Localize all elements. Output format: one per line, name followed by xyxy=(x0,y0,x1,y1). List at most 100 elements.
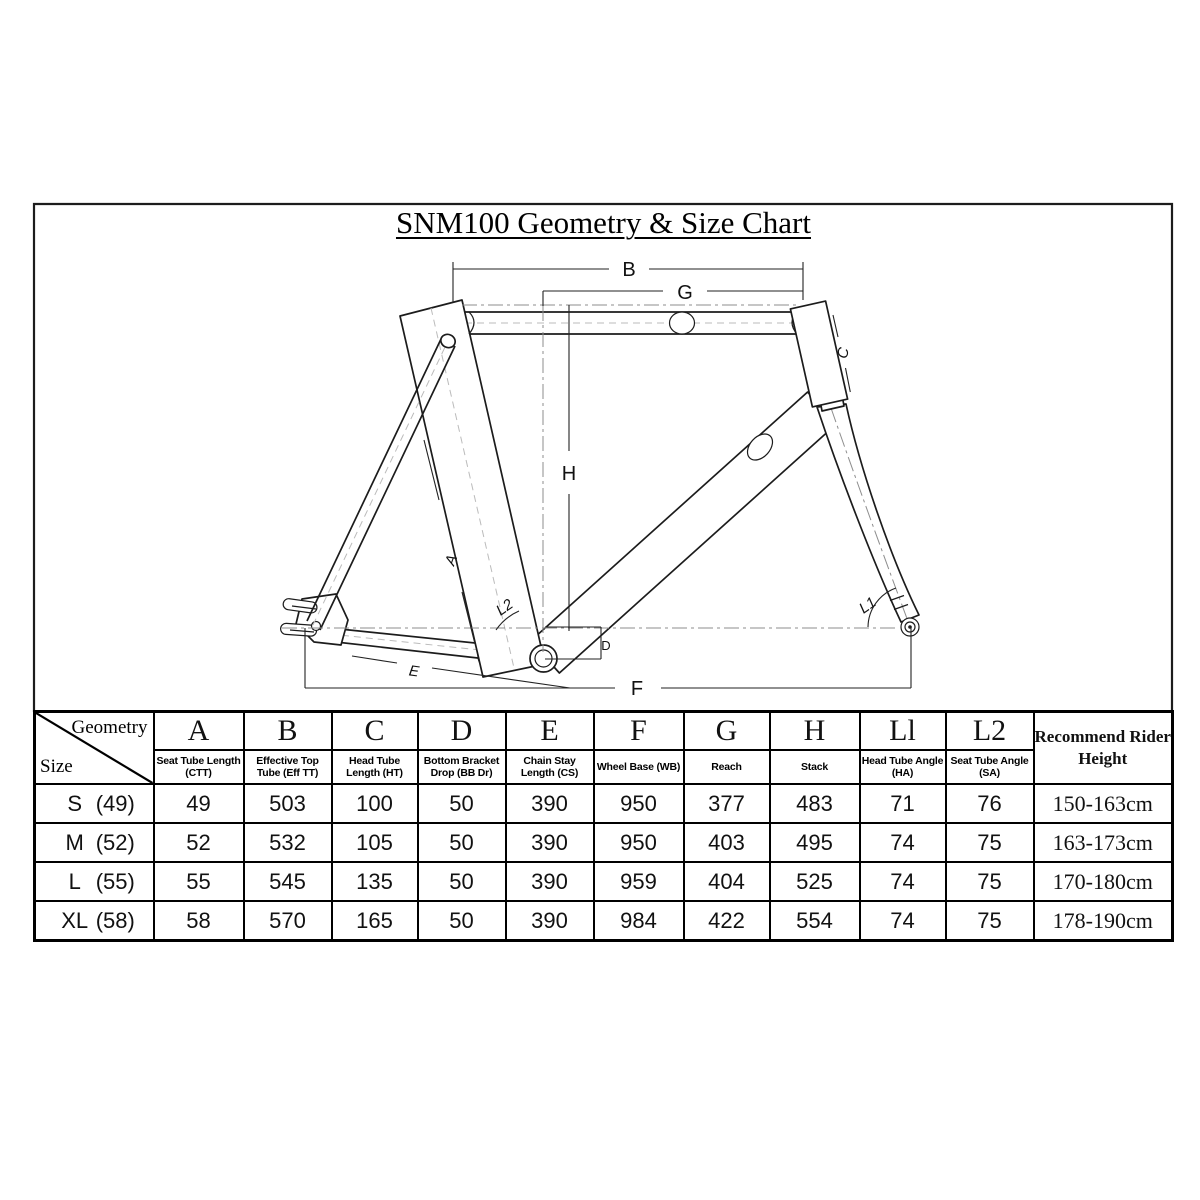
centerlines xyxy=(282,304,899,652)
height-cell: 163-173cm xyxy=(1032,822,1174,863)
col-header-h: H xyxy=(768,710,861,751)
value-cell: 422 xyxy=(682,900,771,942)
height-cell: 178-190cm xyxy=(1032,900,1174,942)
page-title: SNM100 Geometry & Size Chart xyxy=(395,205,811,240)
rear-dropout xyxy=(280,593,349,646)
value-cell: 50 xyxy=(416,822,507,863)
value-cell: 495 xyxy=(768,822,861,863)
value-cell: 959 xyxy=(592,861,685,902)
col-header-d: D xyxy=(416,710,507,751)
value-cell: 58 xyxy=(152,900,245,942)
value-cell: 74 xyxy=(858,861,947,902)
col-header-l2: L2 xyxy=(944,710,1035,751)
col-subheader-g: Reach xyxy=(682,749,771,785)
col-header-l1: Ll xyxy=(858,710,947,751)
head-tube xyxy=(789,300,849,408)
corner-size-label: Size xyxy=(40,756,73,777)
seat-stay xyxy=(306,333,457,631)
value-cell: 404 xyxy=(682,861,771,902)
value-cell: 75 xyxy=(944,822,1035,863)
front-dropout xyxy=(900,617,920,637)
value-cell: 71 xyxy=(858,783,947,824)
corner-diagonal xyxy=(36,713,153,783)
dim-label-c: C xyxy=(834,346,853,361)
value-cell: 403 xyxy=(682,822,771,863)
value-cell: 74 xyxy=(858,900,947,942)
dim-label-g: G xyxy=(677,282,693,304)
height-cell: 150-163cm xyxy=(1032,783,1174,824)
value-cell: 55 xyxy=(152,861,245,902)
value-cell: 503 xyxy=(242,783,333,824)
value-cell: 49 xyxy=(152,783,245,824)
value-cell: 75 xyxy=(944,900,1035,942)
value-cell: 950 xyxy=(592,783,685,824)
recommend-header-cell: Recommend Rider Height xyxy=(1032,710,1174,785)
dim-label-l1: L1 xyxy=(856,594,879,617)
value-cell: 165 xyxy=(330,900,419,942)
table-row-m: M(52) 52 532 105 50 390 950 403 495 74 7… xyxy=(33,822,1174,863)
dim-label-f: F xyxy=(631,678,643,700)
col-subheader-a: Seat Tube Length(CTT) xyxy=(152,749,245,785)
value-cell: 532 xyxy=(242,822,333,863)
value-cell: 76 xyxy=(944,783,1035,824)
col-header-a: A xyxy=(152,710,245,751)
height-cell: 170-180cm xyxy=(1032,861,1174,902)
value-cell: 390 xyxy=(504,900,595,942)
dim-label-e: E xyxy=(408,662,421,680)
outer-border xyxy=(32,202,1174,712)
value-cell: 390 xyxy=(504,822,595,863)
table-row-xl: XL(58) 58 570 165 50 390 984 422 554 74 … xyxy=(33,900,1174,942)
down-tube-port xyxy=(746,433,774,461)
value-cell: 74 xyxy=(858,822,947,863)
dim-label-h: H xyxy=(562,463,576,485)
top-tube-port xyxy=(668,311,696,335)
col-subheader-h: Stack xyxy=(768,749,861,785)
value-cell: 390 xyxy=(504,861,595,902)
dimensions: B G H A C E F D L2 L1 xyxy=(304,259,912,700)
size-cell: XL(58) xyxy=(33,900,155,942)
col-subheader-l1: Head Tube Angle(HA) xyxy=(858,749,947,785)
value-cell: 52 xyxy=(152,822,245,863)
value-cell: 554 xyxy=(768,900,861,942)
table-row-l: L(55) 55 545 135 50 390 959 404 525 74 7… xyxy=(33,861,1174,902)
value-cell: 390 xyxy=(504,783,595,824)
value-cell: 377 xyxy=(682,783,771,824)
dim-label-d: D xyxy=(601,638,610,653)
down-tube xyxy=(529,391,838,674)
value-cell: 950 xyxy=(592,822,685,863)
dim-label-a: A xyxy=(441,553,461,569)
value-cell: 105 xyxy=(330,822,419,863)
col-header-g: G xyxy=(682,710,771,751)
value-cell: 525 xyxy=(768,861,861,902)
value-cell: 50 xyxy=(416,900,507,942)
bike-frame-drawing xyxy=(280,299,920,678)
value-cell: 545 xyxy=(242,861,333,902)
size-cell: S(49) xyxy=(33,783,155,824)
size-chart-table: Geometry Size A B C D E F G H Ll L2 Reco… xyxy=(33,710,1174,942)
value-cell: 984 xyxy=(592,900,685,942)
col-subheader-f: Wheel Base (WB) xyxy=(592,749,685,785)
value-cell: 483 xyxy=(768,783,861,824)
corner-header-cell: Geometry Size xyxy=(33,710,155,785)
size-cell: L(55) xyxy=(33,861,155,902)
value-cell: 135 xyxy=(330,861,419,902)
col-header-b: B xyxy=(242,710,333,751)
fork xyxy=(816,403,920,625)
value-cell: 50 xyxy=(416,861,507,902)
value-cell: 100 xyxy=(330,783,419,824)
dim-label-b: B xyxy=(622,259,635,281)
corner-geometry-label: Geometry xyxy=(71,717,148,738)
value-cell: 50 xyxy=(416,783,507,824)
size-cell: M(52) xyxy=(33,822,155,863)
col-header-c: C xyxy=(330,710,419,751)
value-cell: 570 xyxy=(242,900,333,942)
col-subheader-l2: Seat Tube Angle(SA) xyxy=(944,749,1035,785)
value-cell: 75 xyxy=(944,861,1035,902)
table-row-s: S(49) 49 503 100 50 390 950 377 483 71 7… xyxy=(33,783,1174,824)
col-header-e: E xyxy=(504,710,595,751)
